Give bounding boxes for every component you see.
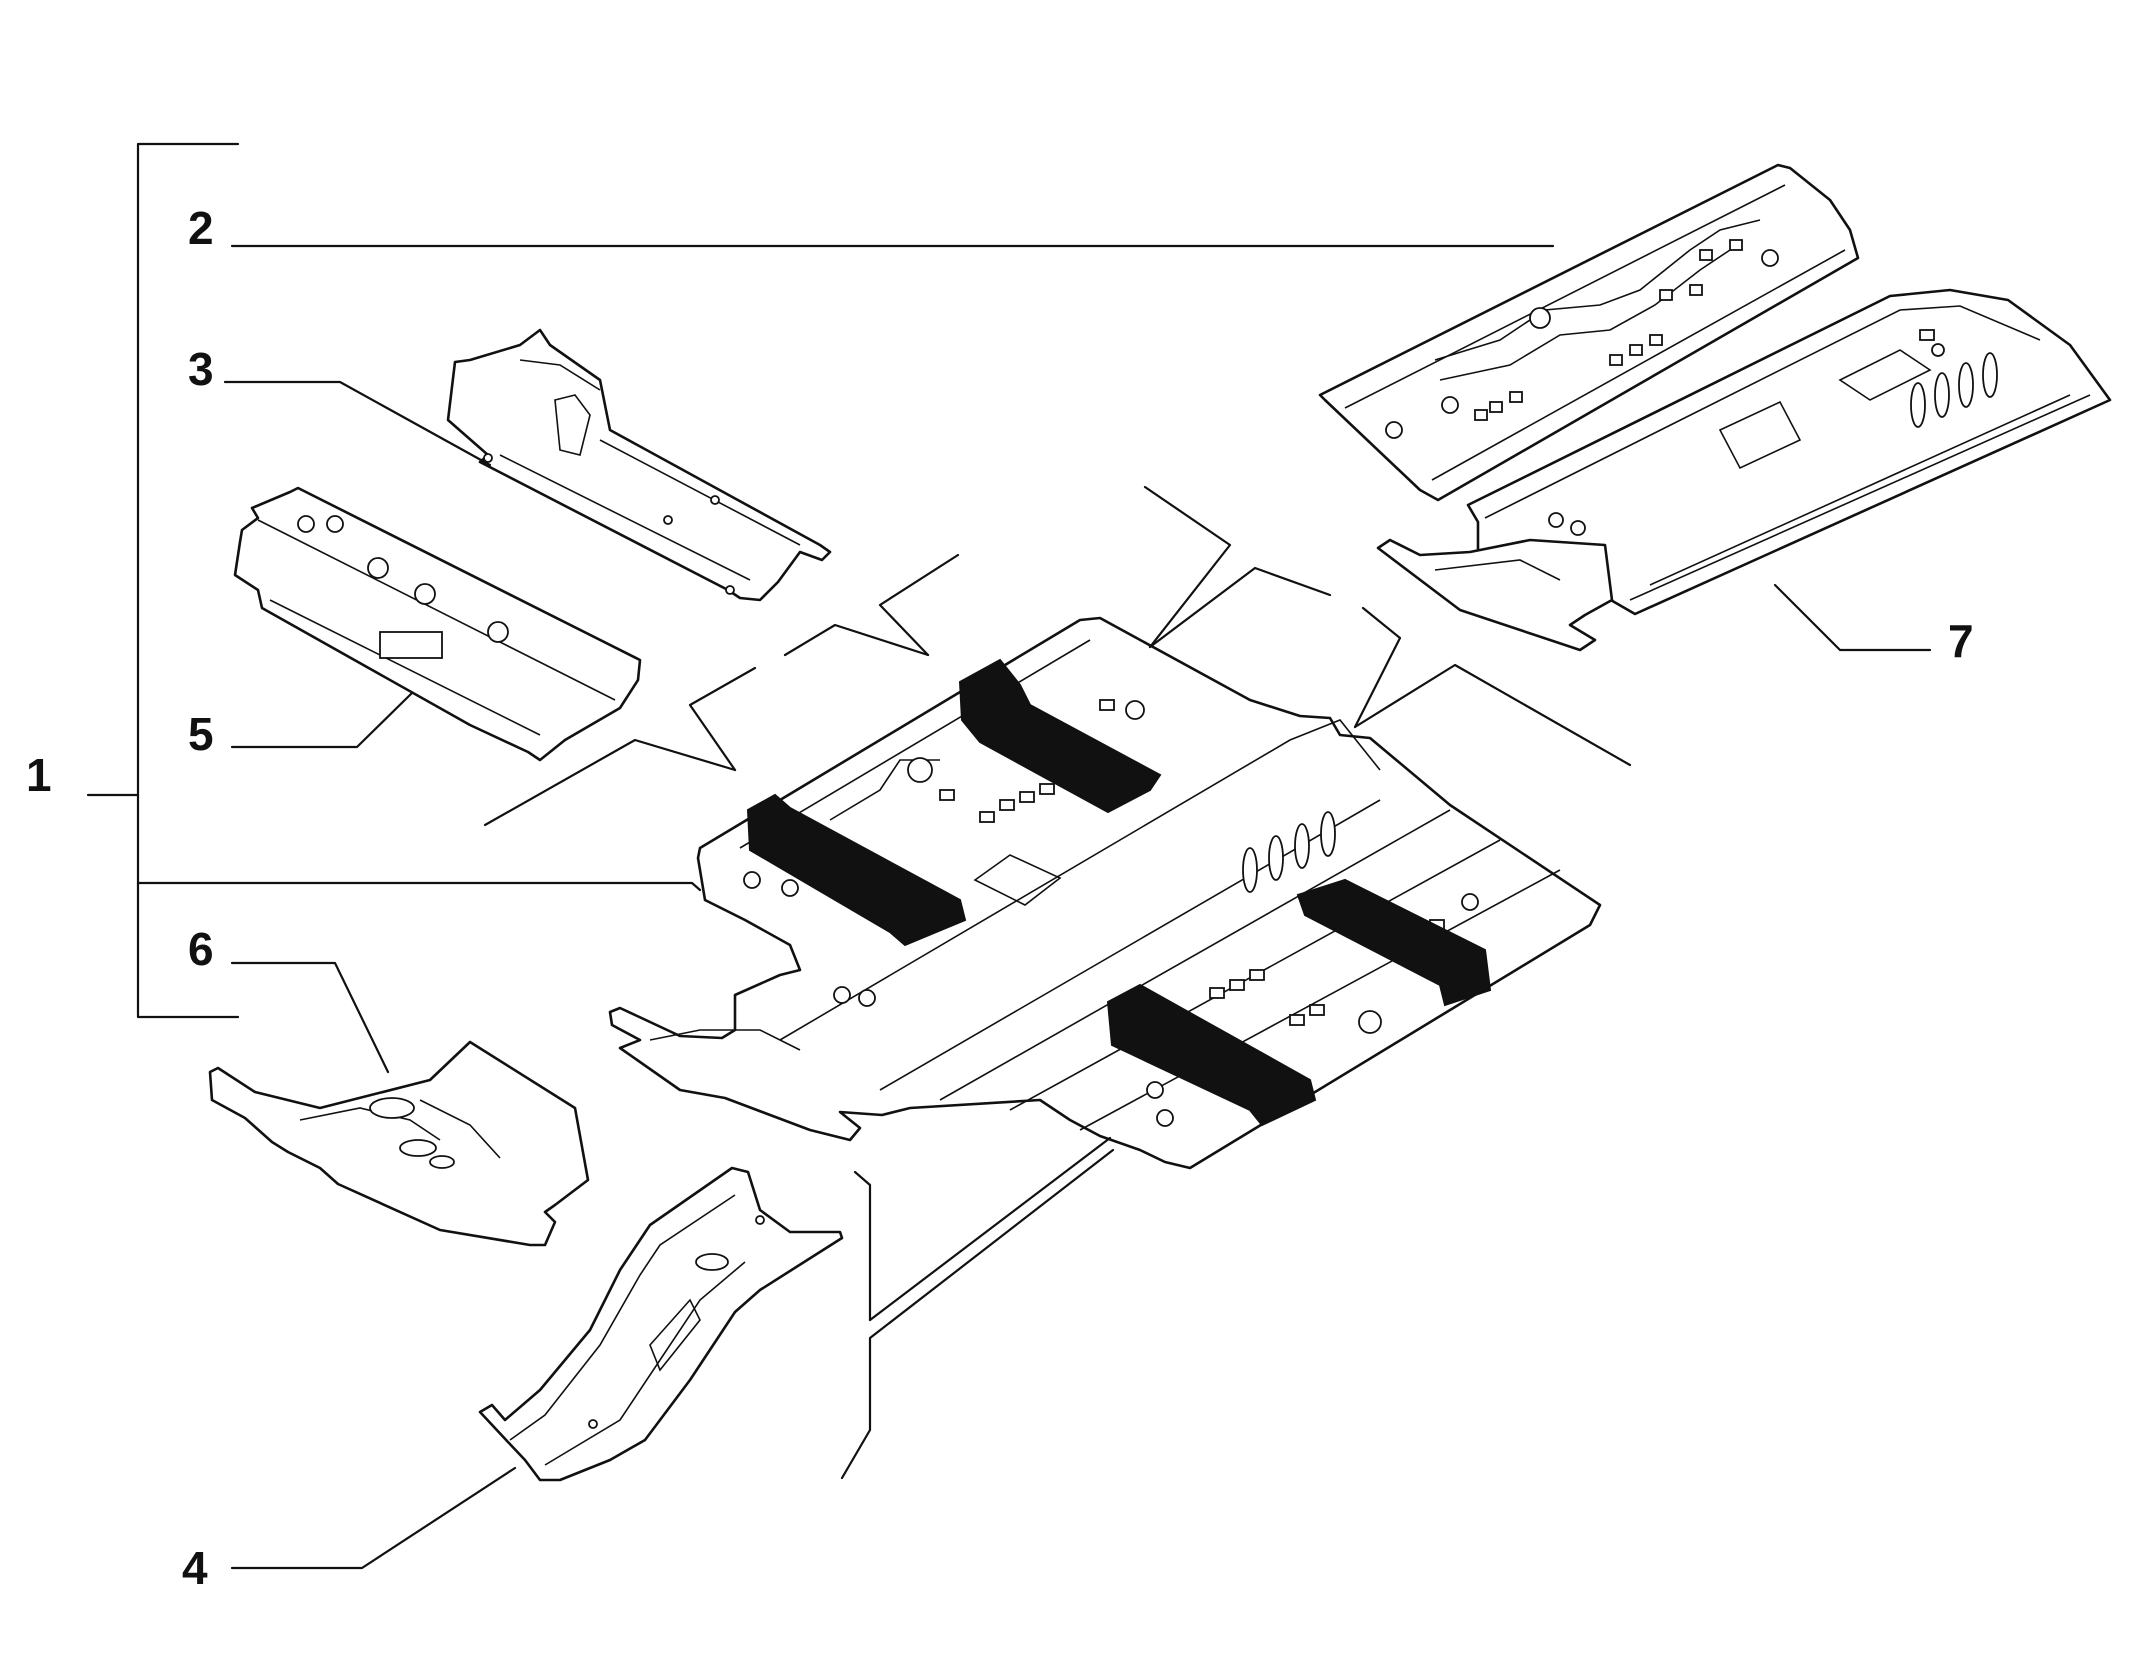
part-5-cross-member — [233, 486, 642, 762]
callout-5: 5 — [188, 708, 214, 760]
part-6-tunnel-piece — [208, 1040, 590, 1247]
part-3-cross-member — [446, 328, 832, 602]
callout-3: 3 — [188, 343, 214, 395]
callout-6: 6 — [188, 923, 214, 975]
callout-leaders — [223, 244, 1932, 1570]
main-floor-assembly — [608, 616, 1602, 1170]
callout-2: 2 — [188, 202, 214, 254]
explosion-lines — [483, 485, 1632, 1480]
callout-7: 7 — [1948, 615, 1974, 667]
group-bracket-1 — [86, 142, 702, 1019]
callout-1: 1 — [26, 749, 52, 801]
part-7-right-floor-panel — [1376, 288, 2112, 652]
part-2-left-floor-panel — [1318, 163, 1860, 502]
callout-numbers: 1 2 3 4 5 6 7 — [26, 202, 1974, 1594]
callout-4: 4 — [182, 1542, 208, 1594]
part-4-side-rail — [478, 1166, 844, 1482]
